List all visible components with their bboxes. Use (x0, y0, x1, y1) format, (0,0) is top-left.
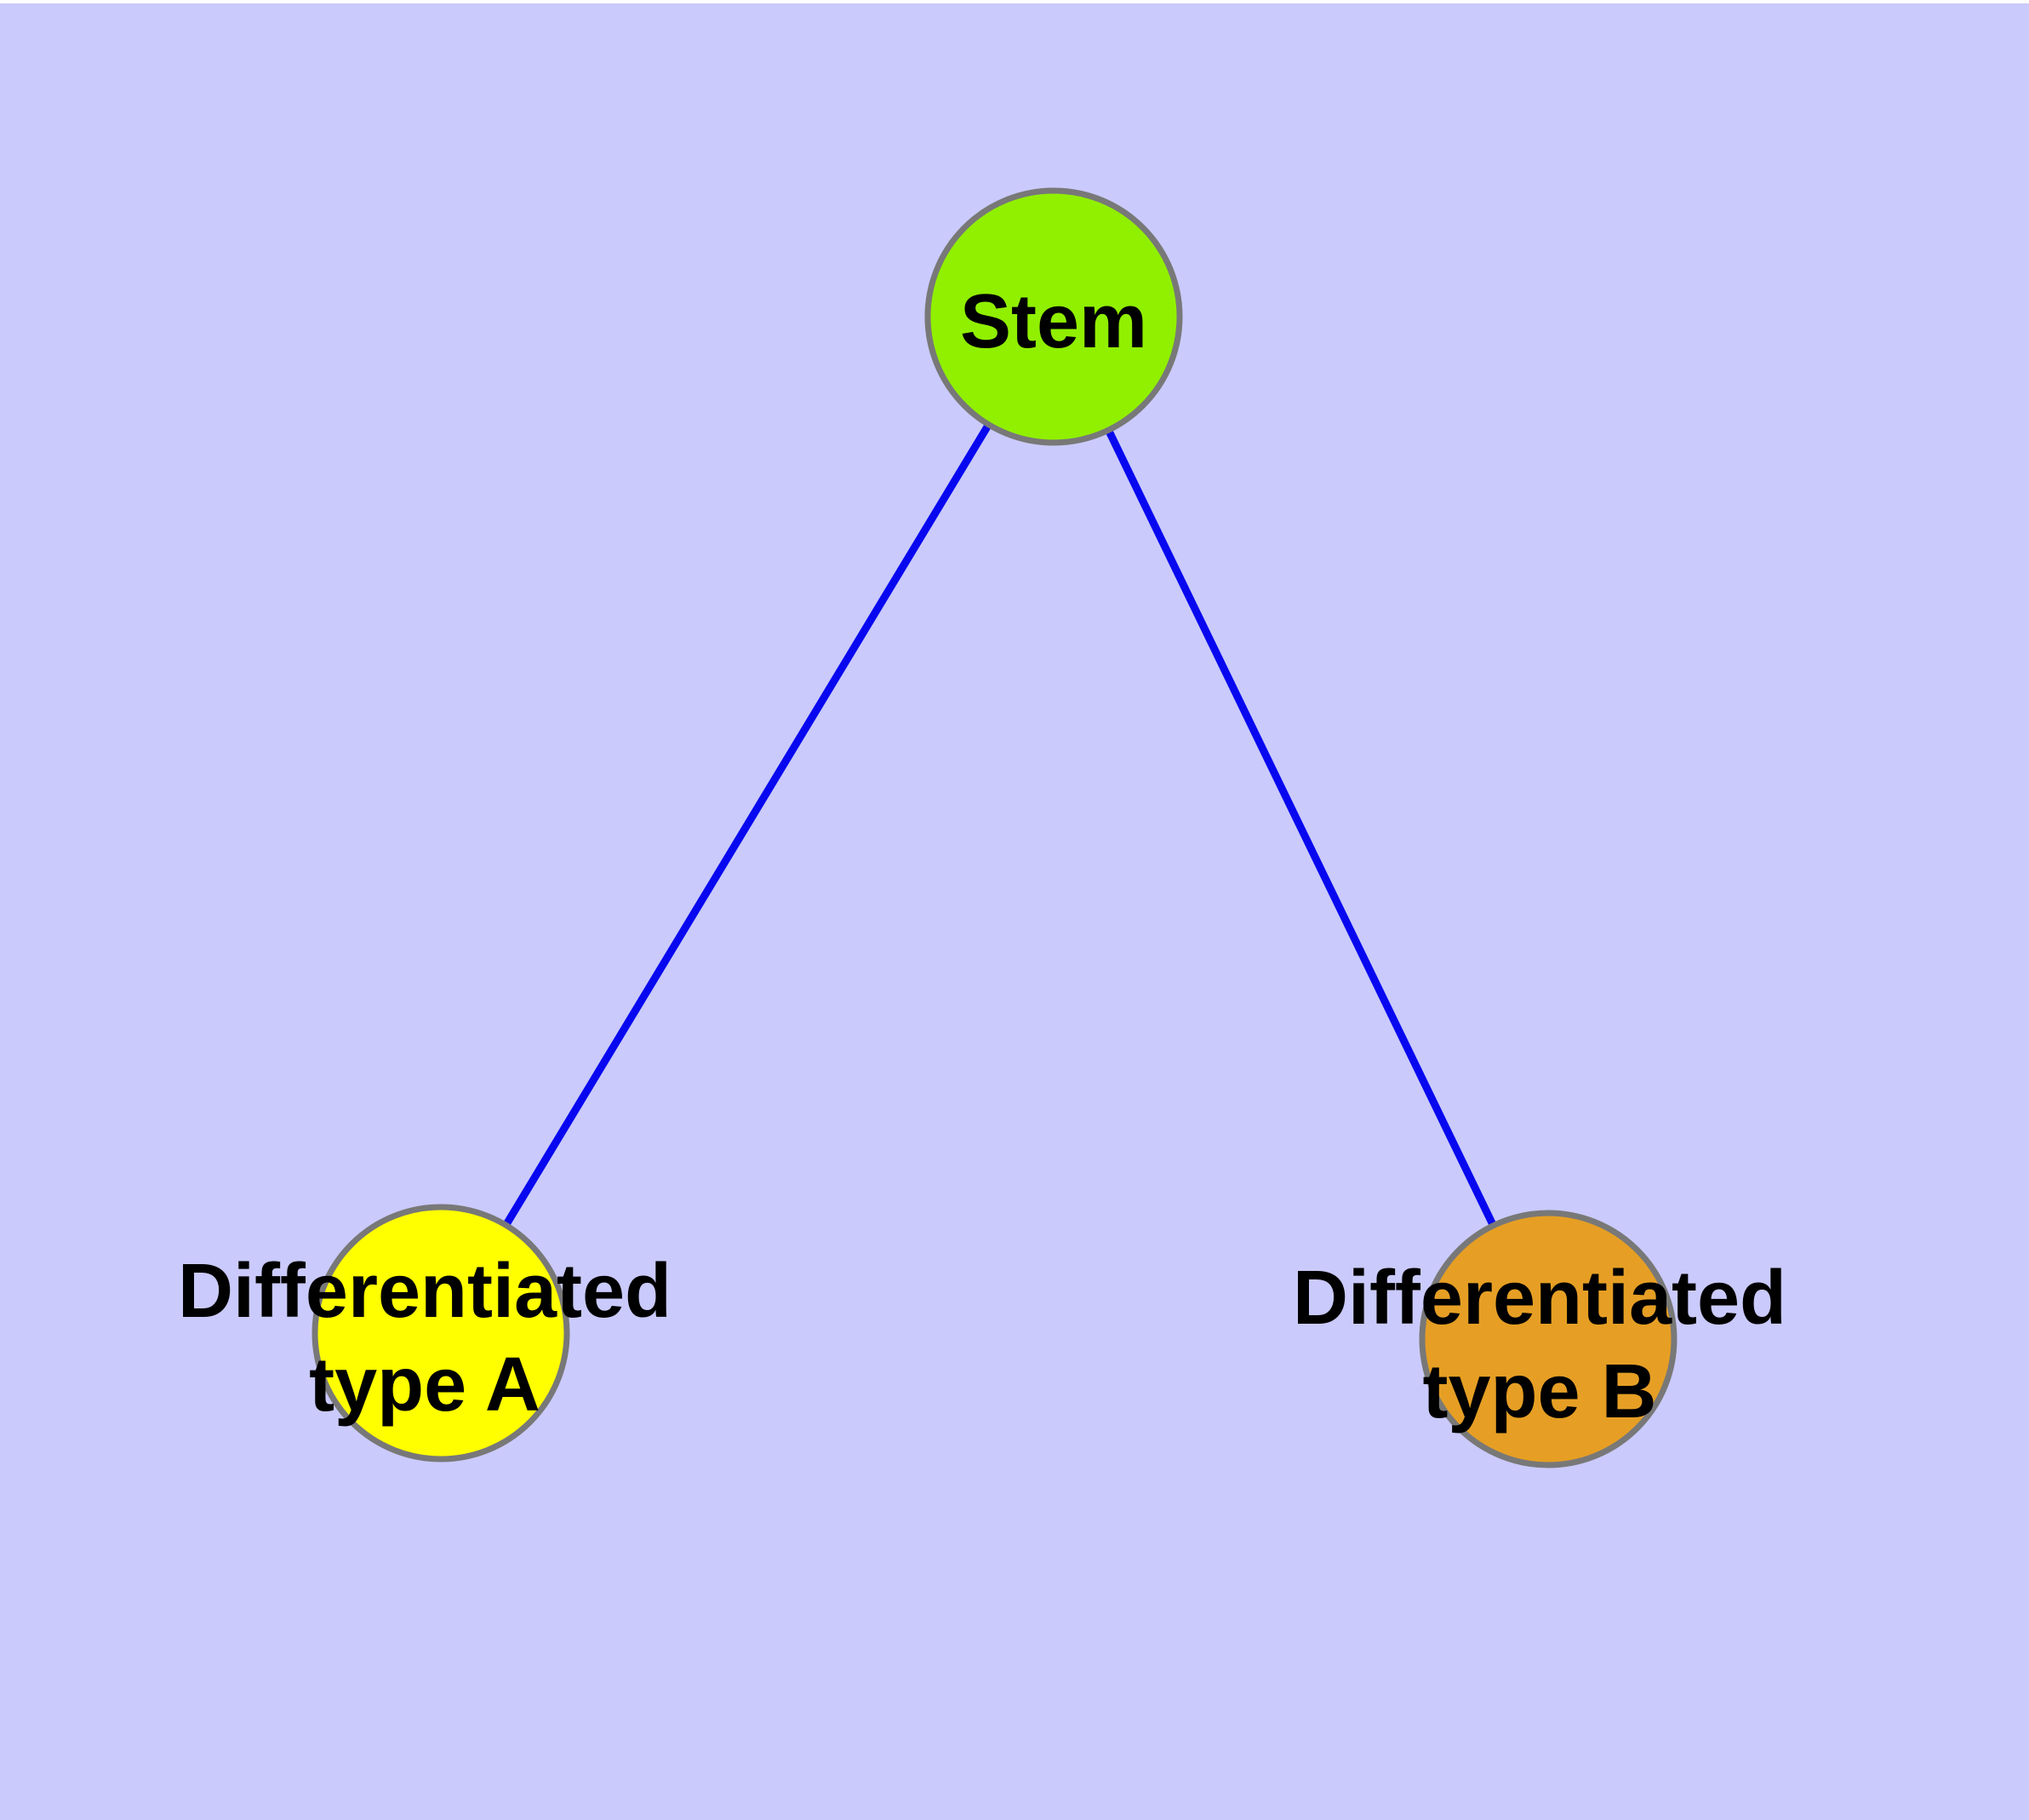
type-a-node-label-line2: type A (309, 1342, 540, 1428)
type-b-node-circle (1419, 1210, 1677, 1468)
stem-node-label: Stem (960, 279, 1147, 364)
type-b-node-label-line1: Differentiated (1293, 1256, 1786, 1341)
stem-node-circle (924, 187, 1183, 446)
type-a-node-label-line1: Differentiated (178, 1249, 672, 1334)
edge-stem-to-type-a (437, 314, 1057, 1336)
type-b-node-label-line2: type B (1422, 1349, 1656, 1434)
type-a-node-circle (311, 1204, 570, 1462)
edge-stem-to-type-b (1049, 315, 1552, 1341)
